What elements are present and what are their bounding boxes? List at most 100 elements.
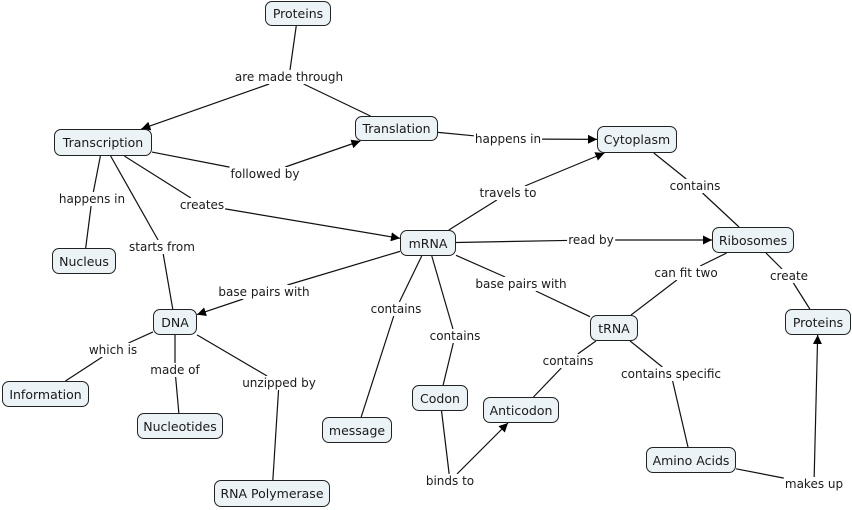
connector-mrna-to-contains_codon [431, 255, 454, 330]
connector-dna-to-unzipped_by [196, 334, 268, 377]
concept-node-codon[interactable]: Codon [412, 385, 468, 411]
concept-node-anticodon[interactable]: Anticodon [483, 397, 559, 423]
link-label-happens-in[interactable]: happens in [473, 132, 543, 146]
connector-trna-to-contains_specific [629, 340, 663, 368]
link-label-are-made-through[interactable]: are made through [233, 70, 345, 84]
connector-mrna-to-travels_to [448, 199, 498, 231]
connector-starts_from-to-dna [162, 253, 174, 310]
connector-ribosomes-to-create [765, 252, 783, 270]
concept-node-message[interactable]: message [322, 417, 392, 443]
node-label: Anticodon [489, 402, 553, 418]
connector-mrna-to-contains_message [398, 255, 423, 303]
node-label: Amino Acids [652, 452, 730, 468]
connector-which_is-to-information [65, 356, 103, 382]
node-label: Transcription [62, 135, 144, 150]
connector-dna-to-which_is [128, 331, 154, 344]
concept-node-nucleotides[interactable]: Nucleotides [137, 413, 223, 439]
connector-travels_to-to-cytoplasm [524, 152, 605, 187]
connector-base_pairs_with_trna-to-trna [535, 290, 591, 318]
concept-node-trna[interactable]: tRNA [590, 315, 638, 341]
connector-mrna-to-read_by [455, 239, 568, 244]
connector-unzipped_by-to-rna_polymerase [272, 389, 280, 481]
concept-node-cytoplasm[interactable]: Cytoplasm [597, 126, 677, 153]
link-label-contains[interactable]: contains [428, 329, 482, 343]
connector-base_pairs_with_dna-to-dna [196, 298, 244, 316]
connector-ribosomes-to-can_fit_two [699, 252, 727, 267]
concept-node-dna[interactable]: DNA [153, 309, 197, 335]
concept-node-amino-acids[interactable]: Amino Acids [646, 447, 736, 473]
connector-transcription-to-happens_in_transcription [92, 155, 101, 193]
node-label: Codon [420, 390, 460, 406]
connector-codon-to-binds_to [440, 410, 450, 475]
link-label-contains[interactable]: contains [668, 179, 722, 193]
connector-contains_anticodon-to-anticodon [533, 367, 562, 398]
link-label-can-fit-two[interactable]: can fit two [653, 266, 719, 280]
connector-mrna-to-base_pairs_with_dna [287, 250, 401, 286]
link-label-which-is[interactable]: which is [87, 343, 139, 357]
connector-create-to-proteins_right [792, 282, 811, 310]
connector-made_of-to-nucleotides [175, 376, 180, 414]
node-label: Ribosomes [718, 232, 788, 248]
connector-amino_acids-to-makes_up [735, 468, 784, 479]
link-label-followed-by[interactable]: followed by [229, 167, 301, 181]
connector-transcription-to-followed_by [151, 151, 230, 168]
link-label-binds-to[interactable]: binds to [424, 474, 476, 488]
concept-node-ribosomes[interactable]: Ribosomes [712, 227, 794, 253]
concept-node-proteins[interactable]: Proteins [265, 1, 331, 26]
connector-followed_by-to-translation [285, 139, 361, 168]
connector-cytoplasm-to-contains_cytoplasm [653, 152, 687, 180]
concept-node-translation[interactable]: Translation [355, 116, 438, 141]
node-label: tRNA [598, 320, 630, 336]
node-label: Information [9, 386, 82, 402]
connector-transcription-to-creates [124, 155, 192, 199]
link-label-contains-specific[interactable]: contains specific [620, 367, 722, 381]
concept-node-mrna[interactable]: mRNA [400, 230, 456, 256]
node-label: Nucleotides [143, 418, 217, 434]
link-label-travels-to[interactable]: travels to [478, 186, 538, 200]
connector-contains_specific-to-amino_acids [672, 380, 689, 448]
connector-contains_message-to-message [360, 315, 395, 418]
link-label-unzipped-by[interactable]: unzipped by [241, 376, 317, 390]
node-label: Proteins [272, 6, 324, 21]
concept-node-transcription[interactable]: Transcription [54, 129, 152, 156]
connector-trna-to-contains_anticodon [577, 340, 597, 355]
node-label: RNA Polymerase [220, 486, 324, 501]
connector-contains_codon-to-codon [442, 342, 454, 386]
connector-transcription-to-starts_from [110, 155, 159, 241]
node-label: Nucleus [59, 253, 109, 269]
connector-translation-to-are_made_through [303, 83, 371, 117]
connector-are_made_through-to-transcription [141, 83, 270, 131]
concept-node-information[interactable]: Information [2, 381, 89, 407]
link-label-create[interactable]: create [768, 269, 810, 283]
link-label-happens-in[interactable]: happens in [57, 192, 127, 206]
node-label: Cytoplasm [603, 132, 671, 147]
connector-makes_up-to-proteins_right [812, 334, 822, 478]
link-label-made-of[interactable]: made of [149, 363, 201, 377]
connector-binds_to-to-anticodon [456, 422, 509, 475]
link-label-base-pairs-with[interactable]: base pairs with [217, 285, 311, 299]
connector-translation-to-happens_in_translation [437, 131, 474, 137]
node-label: DNA [161, 314, 189, 330]
connector-mrna-to-base_pairs_with_trna [455, 254, 506, 278]
concept-node-nucleus[interactable]: Nucleus [52, 248, 116, 274]
concept-node-rna-polymerase[interactable]: RNA Polymerase [214, 480, 330, 507]
node-label: message [328, 422, 386, 438]
link-label-contains[interactable]: contains [369, 302, 423, 316]
link-label-starts-from[interactable]: starts from [128, 240, 196, 254]
connector-proteins_top-to-are_made_through [289, 25, 297, 71]
connector-contains_cytoplasm-to-ribosomes [702, 192, 740, 228]
concept-node-proteins-right[interactable]: Proteins [785, 309, 851, 335]
node-label: mRNA [408, 235, 448, 251]
node-label: Proteins [792, 314, 844, 330]
link-label-read-by[interactable]: read by [567, 233, 615, 247]
connector-creates-to-mrna [225, 208, 401, 242]
link-label-makes-up[interactable]: makes up [783, 477, 845, 491]
connector-happens_in_transcription-to-nucleus [85, 205, 92, 249]
link-label-creates[interactable]: creates [178, 198, 226, 212]
node-label: Translation [362, 121, 431, 136]
connector-can_fit_two-to-trna [630, 279, 678, 316]
link-label-contains[interactable]: contains [541, 354, 595, 368]
link-label-base-pairs-with[interactable]: base pairs with [474, 277, 568, 291]
